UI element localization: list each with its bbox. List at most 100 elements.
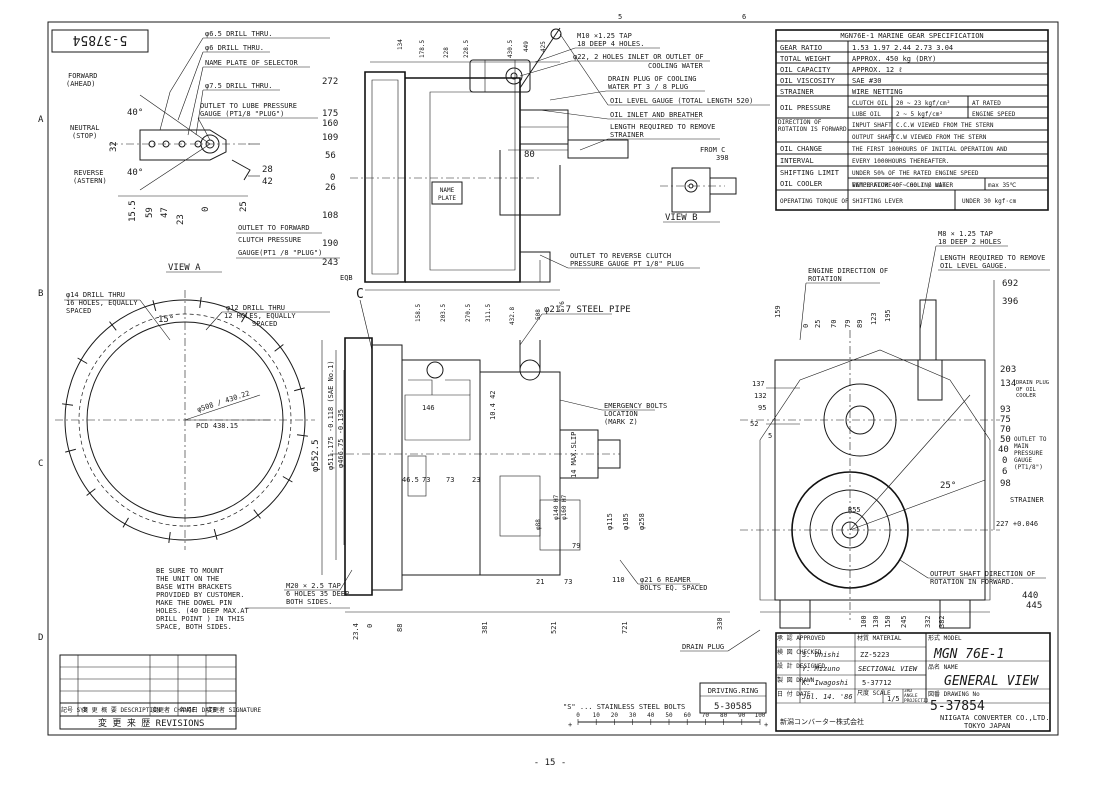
ref-label: DRIVING.RING: [708, 687, 759, 695]
top-dim-449: 449: [523, 41, 530, 52]
tb-drawn-label: 製 図 DRAWN: [777, 676, 815, 684]
callout-strainer: STRAINER: [610, 131, 645, 139]
bolt-hole-mark: [294, 387, 305, 392]
spec-pressure-k: OIL PRESSURE: [780, 104, 831, 112]
view-b: FROM C 398 VIEW B: [660, 146, 737, 223]
shaft-258: φ258: [638, 513, 646, 530]
ev-strainer: STRAINER: [1010, 496, 1045, 504]
spec-lube-oil-n: ENGINE SPEED: [972, 111, 1016, 118]
shaft-115: φ115: [606, 513, 614, 530]
spec-shifting-v: UNDER 50% OF THE RATED ENGINE SPEED: [852, 170, 979, 177]
sec-dim-46-5: 46.5: [402, 476, 419, 484]
ev-r-6: 6: [1002, 467, 1007, 477]
spec-weight-k: TOTAL WEIGHT: [780, 55, 831, 63]
top-dim-228: 228: [443, 47, 450, 58]
reference-box: DRIVING.RING 5-30585 "S" ... STAINLESS S…: [563, 682, 767, 714]
left-dim-160: 160: [322, 119, 338, 129]
label-ahead: (AHEAD): [66, 80, 96, 88]
spec-viscosity-v: SAE #30: [852, 77, 882, 85]
front-view: φ14 DRILL THRU 16 HOLES, EQUALLY SPACED …: [55, 290, 330, 550]
spec-strainer-v: WIRE NETTING: [852, 88, 903, 96]
bot-dim-576: 576: [559, 301, 566, 312]
tb-model: MGN 76E-1: [933, 647, 1004, 662]
ev-engine-dir-2: ROTATION: [808, 275, 842, 283]
bolt-hole-mark: [77, 357, 88, 364]
left-dim-26: 26: [325, 183, 336, 193]
bot-dim-311-5: 311.5: [485, 304, 492, 322]
bolt-ticks: [61, 296, 309, 544]
dim-47: 47: [160, 207, 170, 218]
sec-dim-73b: 73: [446, 476, 454, 484]
tb-name-label: 品名 NAME: [928, 663, 958, 671]
bolt-hole-mark: [168, 531, 171, 544]
tb-scale: 1/5: [887, 695, 900, 703]
bolt-hole-mark: [296, 434, 309, 437]
callout-cooling-water: COOLING WATER: [648, 62, 704, 70]
ev-m8-deep: 18 DEEP 2 HOLES: [938, 238, 1001, 246]
ev-b-332: 332: [924, 615, 932, 628]
scale-bar-label: 0: [576, 712, 580, 719]
ev-r-93: 93: [1000, 405, 1011, 415]
tb-drawing-no-label: 図番 DRAWING No: [928, 691, 980, 698]
scale-bar-label: 90: [738, 712, 746, 719]
dim-42: 42: [262, 177, 273, 187]
left-dim-0: 0: [330, 173, 335, 183]
tb-company: NIIGATA CONVERTER CO.,LTD.: [940, 714, 1050, 722]
scale-plus-left: +: [568, 721, 572, 729]
reamer-2: BOLTS EQ. SPACED: [640, 584, 707, 592]
spec-water-flow: WATER FLOW 40 ~ 60 ℓ / min.: [852, 182, 950, 189]
callout-reverse-outlet: OUTLET TO REVERSE CLUTCH: [570, 252, 671, 260]
callout-drill-6-5: φ6.5 DRILL THRU.: [205, 30, 272, 38]
reamer-1: φ21 6 REAMER: [640, 576, 691, 584]
spec-clutch-oil-n: AT RATED: [972, 100, 1001, 107]
ev-r-40: 40: [998, 445, 1009, 455]
bolt-hole-mark: [213, 529, 218, 540]
tb-designed-label: 設 計 DESIGNED: [777, 662, 826, 670]
ev-l-52: 52: [750, 420, 758, 428]
bolt-hole-mark: [253, 509, 261, 519]
front-drill-12-holes: 12 HOLES, EQUALLY: [224, 312, 296, 320]
spec-title: MGN76E-1 MARINE GEAR SPECIFICATION: [840, 32, 983, 40]
callout-name-plate: NAME PLATE OF SELECTOR: [205, 59, 299, 67]
shaft-88: φ88: [535, 519, 542, 530]
dim-15-5: 15.5: [128, 200, 138, 222]
side-view: 134 178.5 228 228.5 430.5 449 425 272 17…: [322, 27, 770, 325]
scale-plus-right: +: [764, 721, 768, 729]
inner-dim-10-4: 10.4 42: [489, 390, 497, 420]
note-line: THE UNIT ON THE: [156, 575, 219, 583]
label-reverse: REVERSE: [74, 169, 104, 177]
page-number: - 15 -: [534, 758, 567, 768]
ev-m8-tap: M8 × 1.25 TAP: [938, 230, 993, 238]
left-dim-190: 190: [322, 239, 338, 249]
note-line: HOLES. (40 DEEP MAX.AT: [156, 607, 250, 615]
callout-oil-level: OIL LEVEL GAUGE (TOTAL LENGTH 520): [610, 97, 753, 105]
name-plate-2: PLATE: [438, 195, 456, 202]
spec-interval-v: EVERY 1000HOURS THEREAFTER.: [852, 158, 950, 165]
note-line: BE SURE TO MOUNT: [156, 567, 224, 575]
emergency-2: LOCATION: [604, 410, 638, 418]
spec-torque-k: OPERATING TORQUE OF SHIFTING LEVER: [780, 198, 903, 205]
tb-material: ZZ-5223: [860, 651, 890, 659]
spec-input-k: INPUT SHAFT: [852, 122, 892, 129]
tb-projection: 3RD ANGLE PROJECTION: [904, 689, 928, 704]
bolt-hole-mark: [65, 448, 76, 453]
row-letter-b: B: [38, 289, 43, 299]
row-letter-a: A: [38, 115, 44, 125]
title-block: 承 認 APPROVED 検 図 CHECKED 設 計 DESIGNED 製 …: [775, 632, 1051, 732]
spec-input-v: C.C.W VIEWED FROM THE STERN: [896, 122, 994, 129]
label-neutral: NEUTRAL: [70, 124, 100, 132]
callout-drill-7-5: φ7.5 DRILL THRU.: [205, 82, 272, 90]
ref-bolts: "S" ... STAINLESS STEEL BOLTS: [563, 703, 685, 711]
bot-721: 721: [621, 621, 629, 634]
sheet-frame: [47, 21, 1059, 736]
sec-dim-23: 23: [472, 476, 480, 484]
ev-r-50: 50: [1000, 435, 1011, 445]
spec-torque-v: UNDER 30 kgf·cm: [962, 198, 1017, 205]
front-pcd-inner: φ508 / 430.22: [196, 389, 251, 414]
mounting-note: BE SURE TO MOUNT THE UNIT ON THE BASE WI…: [156, 567, 250, 631]
emergency-3: (MARK Z): [604, 418, 638, 426]
scale-bar-label: 30: [629, 712, 637, 719]
bot-0: 0: [366, 624, 374, 628]
ev-l-132: 132: [754, 392, 767, 400]
